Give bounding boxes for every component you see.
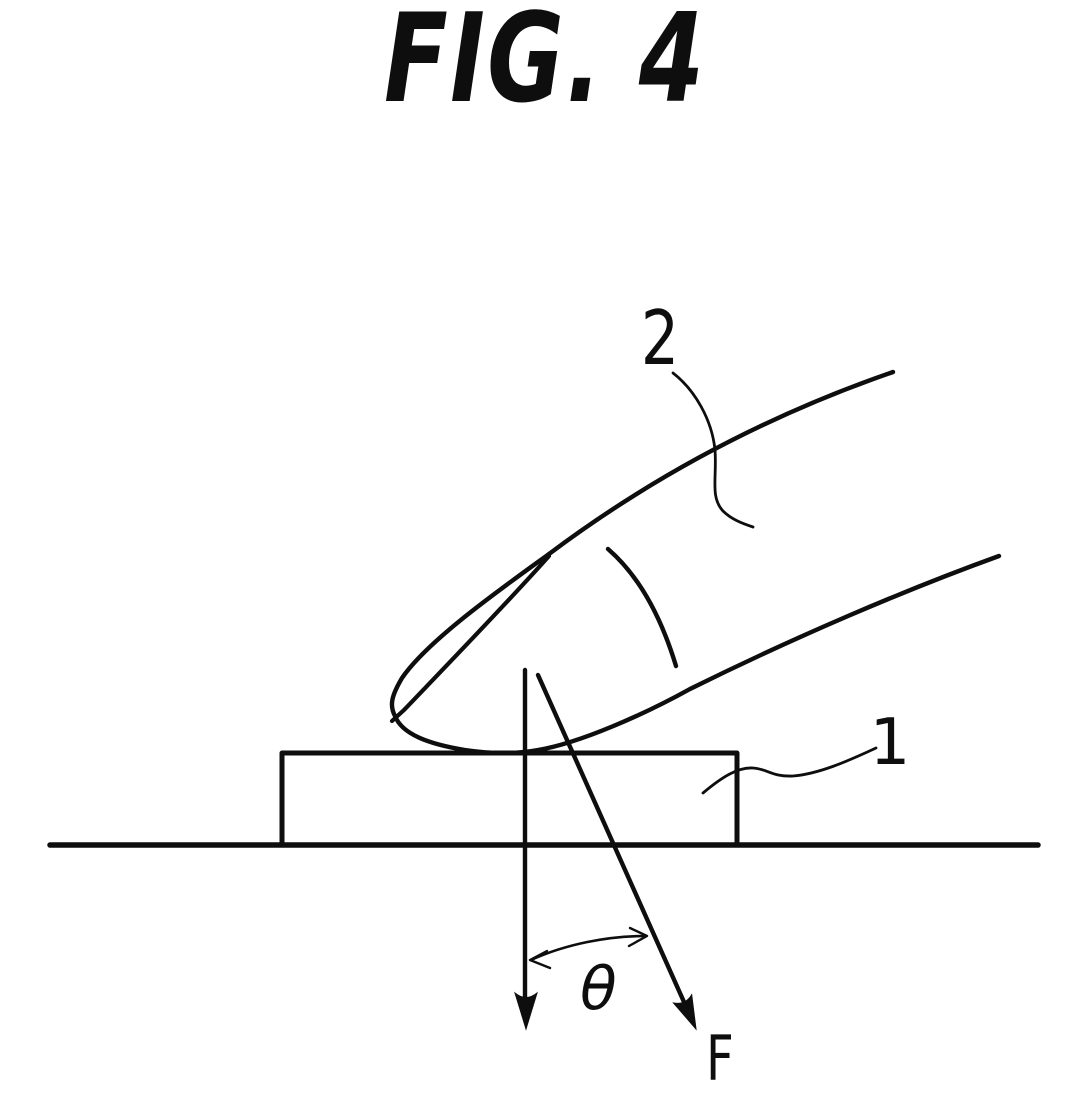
theta-angle-label: θ xyxy=(580,954,617,1024)
leader-line-1 xyxy=(701,746,878,795)
knuckle-crease-line xyxy=(605,546,679,669)
angle-arc-left-arrowhead xyxy=(528,949,552,970)
leader-line-2 xyxy=(671,371,755,529)
finger-ref-group: 2 xyxy=(641,296,679,383)
angle-arc-right-arrowhead xyxy=(627,926,649,948)
normal-direction-arrow xyxy=(514,667,538,1031)
normal-arrow-head xyxy=(514,991,538,1031)
angle-arc xyxy=(528,926,649,970)
fingertip-and-lower-outline xyxy=(389,551,1002,756)
force-label-group: F xyxy=(706,1023,734,1093)
finger-outline xyxy=(389,369,1002,756)
finger-upper-outline xyxy=(546,369,896,557)
figure-title: FIG. 4 xyxy=(384,0,706,130)
touch-panel-rect xyxy=(279,750,740,848)
force-arrow xyxy=(535,672,697,1031)
force-arrow-shaft xyxy=(535,672,687,1005)
finger-reference-label: 2 xyxy=(641,296,679,383)
panel-reference-label: 1 xyxy=(870,706,911,780)
figure-title-group: FIG. 4 xyxy=(384,0,706,130)
fingernail-inner-line xyxy=(389,553,552,724)
panel-ref-group: 1 xyxy=(870,706,911,780)
force-arrow-head xyxy=(672,993,697,1031)
angle-arc-curve xyxy=(529,934,648,962)
force-label: F xyxy=(706,1023,734,1093)
